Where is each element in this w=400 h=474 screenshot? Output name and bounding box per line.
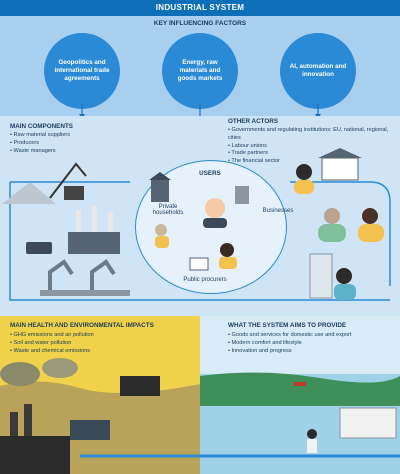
other-actors-list: Governments and regulating institutions:… xyxy=(228,127,393,166)
office-icon xyxy=(235,186,249,204)
users-businesses-label: Businesses xyxy=(262,208,294,214)
aims-list: Goods and services for domestic use and … xyxy=(228,332,393,355)
factor-ai-label: AI, automation and innovation xyxy=(289,63,347,78)
main-components-heading: MAIN COMPONENTS xyxy=(10,123,73,130)
list-item: Governments and regulating institutions:… xyxy=(228,127,393,143)
list-item: Waste and chemical emissions xyxy=(10,348,190,356)
list-item: Raw material suppliers xyxy=(10,132,160,140)
users-heading: USERS xyxy=(199,170,221,177)
list-item: GHG emissions and air pollution xyxy=(10,332,190,340)
aims-heading: WHAT THE SYSTEM AIMS TO PROVIDE xyxy=(228,322,347,329)
businessman-icon xyxy=(205,198,225,218)
factor-energy: Energy, raw materials and goods markets xyxy=(162,33,238,109)
users-private-label: Private households xyxy=(152,204,184,216)
stockpile-illustration xyxy=(2,162,87,204)
factory-illustration xyxy=(26,206,120,254)
impacts-list: GHG emissions and air pollution Soil and… xyxy=(10,332,190,355)
elderly-user-icon xyxy=(155,224,167,236)
flow-line-right xyxy=(290,181,391,286)
flow-line-left xyxy=(9,182,390,301)
list-item: Producers xyxy=(10,140,160,148)
public-procurer-icon xyxy=(220,243,234,257)
outcomes-illustration xyxy=(0,358,400,474)
list-item: Trade partners xyxy=(228,150,393,158)
house-icon xyxy=(151,180,169,202)
list-item: Waste managers xyxy=(10,148,160,156)
list-item: The financial sector xyxy=(228,158,393,166)
factor-ai: AI, automation and innovation xyxy=(280,33,356,109)
other-actors-heading: OTHER ACTORS xyxy=(228,118,279,125)
page-title: INDUSTRIAL SYSTEM xyxy=(0,0,400,16)
main-components-list: Raw material suppliers Producers Waste m… xyxy=(10,132,160,155)
robot-arms-illustration xyxy=(40,259,130,296)
list-item: Labour unions xyxy=(228,143,393,151)
factor-energy-label: Energy, raw materials and goods markets xyxy=(177,59,223,82)
influencing-factors-heading: KEY INFLUENCING FACTORS xyxy=(153,20,247,27)
polluted-landscape xyxy=(0,358,200,474)
impacts-heading: MAIN HEALTH AND ENVIRONMENTAL IMPACTS xyxy=(10,322,154,329)
list-item: Innovation and progress xyxy=(228,348,393,356)
list-item: Goods and services for domestic use and … xyxy=(228,332,393,340)
factor-geopolitics: Geopolitics and international trade agre… xyxy=(44,33,120,109)
clean-landscape xyxy=(200,372,400,474)
actors-illustration xyxy=(294,148,384,300)
factor-geopolitics-label: Geopolitics and international trade agre… xyxy=(54,59,110,82)
users-public-label: Public procurers xyxy=(183,277,227,283)
public-building-icon xyxy=(189,257,209,271)
users-icons xyxy=(149,172,249,271)
system-flow-illustration xyxy=(2,148,391,301)
list-item: Modern comfort and lifestyle xyxy=(228,340,393,348)
list-item: Soil and water pollution xyxy=(10,340,190,348)
